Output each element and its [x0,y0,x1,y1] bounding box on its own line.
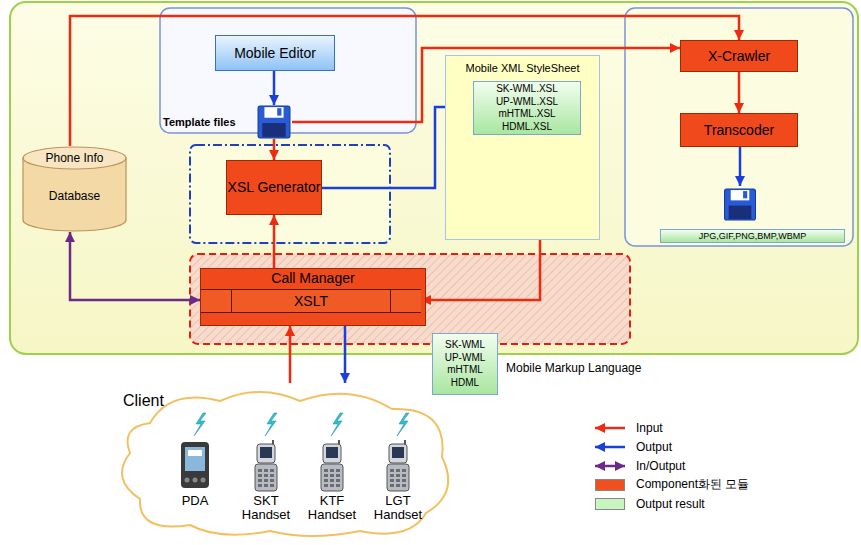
node-text: mHTML.XSL [498,108,555,121]
call-manager-region [190,254,630,344]
node-text: HDML [451,377,479,390]
flow-arrow [421,240,540,300]
legend-row: Component화된 모듈 [592,475,749,494]
device: LGT Handset [368,438,428,533]
output-result-box: SK-WML.XSLUP-WML.XSLmHTML.XSLHDML.XSL [473,81,581,135]
legend-label: Input [636,421,663,435]
legend-row: Input [592,418,749,437]
legend-swatch [595,479,625,491]
module-box: Mobile Editor [215,35,335,71]
node-label: PDA [182,494,209,508]
legend-label: Output result [636,497,705,511]
legend-row: In/Output [592,456,749,475]
node-text: Database [49,189,100,203]
node-label: KTF Handset [302,494,362,523]
node-label: XSLT [294,293,328,310]
handset-icon [380,440,416,492]
component-box: XSL Generator [226,160,322,215]
node-label: SK-WML.XSL [496,83,558,96]
legend-swatch [595,498,625,510]
system-panel [10,2,858,354]
pda-icon [177,440,213,492]
node-label: Mobile XML StyleSheet [466,62,580,74]
database-cylinder: Phone InfoDatabase [22,146,127,232]
node-text: UP-WML.XSL [496,96,558,109]
annotation-label: Mobile Markup Language [506,361,641,375]
flow-arrow [273,139,276,160]
node-label: SK-WML [445,339,485,352]
client-cloud: ClientPDA SKT HandsetKTF HandsetLGT Hands… [110,383,460,541]
component-box: Transcoder [680,113,798,147]
legend-row: Output result [592,494,749,513]
device: SKT Handset [236,438,296,533]
node-label: JPG,GIF,PNG,BMP,WBMP [660,229,845,243]
legend-line-sample [592,421,628,435]
file-store: JPG,GIF,PNG,BMP,WBMP [660,186,845,243]
legend-line-sample [592,440,628,454]
node-label: XSL Generator [228,179,321,196]
handset-icon [248,440,284,492]
flow-arrow [70,232,200,300]
node-text: UP-WML [445,352,486,365]
flow-arrow [273,71,276,105]
node-label: Client [123,392,164,410]
node-label: Mobile Editor [234,45,316,61]
legend-label: In/Output [636,459,685,473]
node-label: LGT Handset [368,494,428,523]
node-text: mHTML [447,364,483,377]
node-label: Phone Info [45,151,103,165]
legend-line-sample [592,459,628,473]
floppy-icon [725,189,756,220]
flow-arrow [289,326,292,383]
legend-label: Output [636,440,672,454]
generator-region [190,145,390,243]
file-icon-label: Template files [163,105,292,139]
node-label: Transcoder [704,122,774,139]
legend-row: Output [592,437,749,456]
component-box: Call ManagerXSLT [200,268,426,326]
stylesheet-panel: Mobile XML StyleSheetSK-WML.XSLUP-WML.XS… [445,55,600,240]
component-box: X-Crawler [680,40,798,72]
floppy-icon [258,106,290,138]
flow-arrow [738,72,741,113]
legend-label: Component화된 모듈 [636,476,749,493]
handset-icon [314,440,350,492]
node-label: SKT Handset [236,494,296,523]
node-label: Template files [163,116,236,128]
xslt-bar: XSLT [201,289,421,313]
node-label: Call Manager [271,270,354,287]
node-text: HDML.XSL [502,121,552,134]
node-label: X-Crawler [708,48,770,65]
device: KTF Handset [302,438,362,533]
device: PDA [168,438,222,533]
flow-arrow [739,147,742,186]
flow-arrow [70,16,739,146]
output-result-box: SK-WMLUP-WMLmHTMLHDML [432,333,498,395]
crawler-region [625,8,853,246]
flow-arrow [273,215,276,268]
